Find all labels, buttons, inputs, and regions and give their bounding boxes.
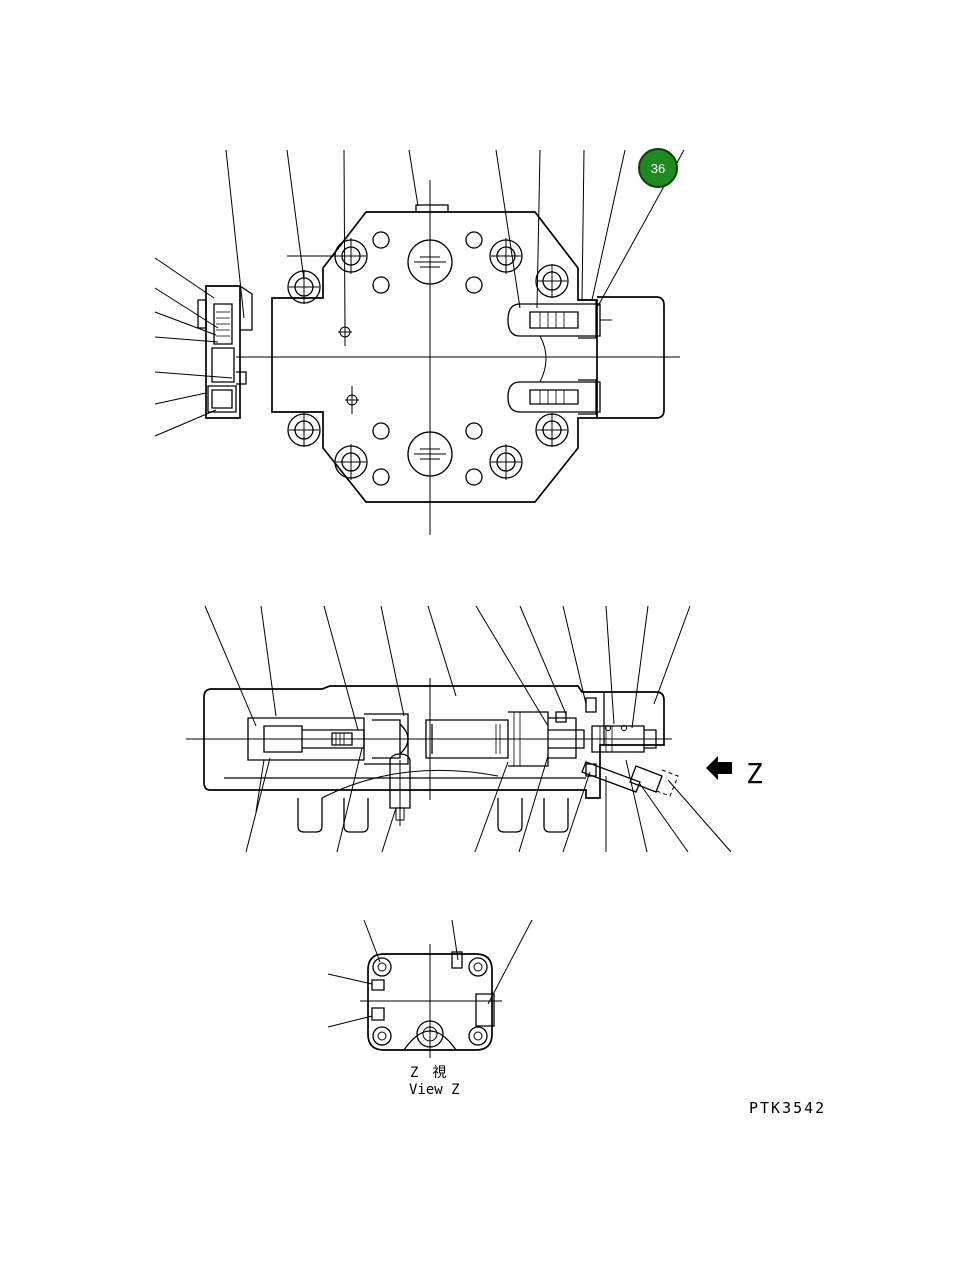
top-view-bolts bbox=[287, 231, 569, 486]
section-view-leader-lines bbox=[204, 605, 732, 853]
view-z-arrow: Z bbox=[706, 756, 763, 790]
view-z-caption-jp: Z 視 bbox=[410, 1065, 446, 1081]
section-view-center-cartridge bbox=[425, 719, 509, 759]
top-view-cartridge-upper bbox=[507, 299, 601, 339]
section-view-studs bbox=[297, 798, 569, 833]
top-view-body bbox=[271, 211, 598, 503]
view-z-label: Z bbox=[746, 757, 763, 790]
callout-36-number: 36 bbox=[651, 161, 665, 176]
section-view-angled-plug bbox=[581, 761, 641, 793]
callout-36-button[interactable]: 36 bbox=[638, 148, 678, 188]
top-view bbox=[154, 149, 685, 535]
view-z: Z 視 View Z bbox=[327, 919, 533, 1098]
section-view: Z bbox=[186, 605, 763, 853]
section-view-body bbox=[203, 685, 665, 799]
view-z-caption-en: View Z bbox=[409, 1082, 460, 1098]
drawing-code: PTK3542 bbox=[749, 1099, 826, 1117]
top-view-cartridge-lower bbox=[507, 379, 601, 415]
top-view-left-cover bbox=[205, 285, 241, 419]
top-view-leader-lines bbox=[154, 149, 685, 437]
view-z-body bbox=[367, 953, 493, 1051]
callout-36-circle bbox=[638, 148, 678, 188]
